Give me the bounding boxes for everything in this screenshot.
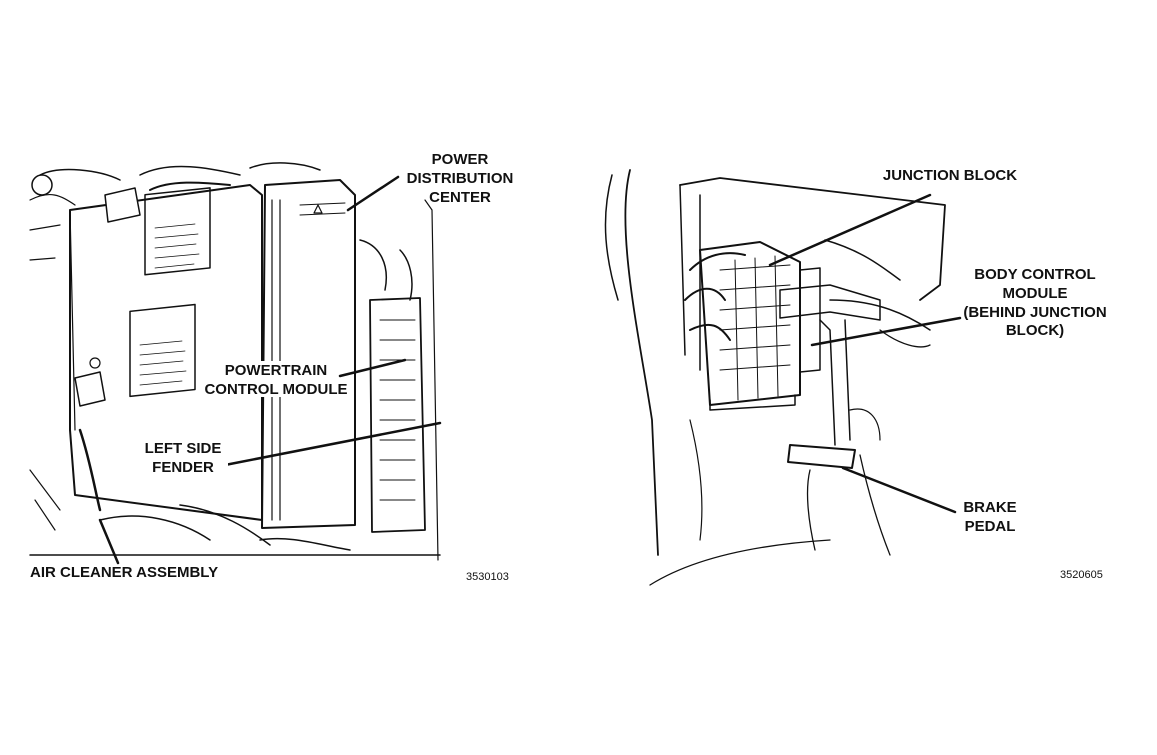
bcm-label-line3: (BEHIND JUNCTION bbox=[963, 304, 1106, 321]
right-figure-number: 3520605 bbox=[1060, 569, 1103, 581]
power-distribution-center bbox=[261, 179, 356, 529]
pdc-label-line2: DISTRIBUTION bbox=[407, 170, 514, 187]
left-figure-number: 3530103 bbox=[466, 571, 509, 583]
right-illustration bbox=[604, 169, 962, 586]
junction-block bbox=[684, 241, 801, 411]
bcm-label-line4: BLOCK) bbox=[1006, 322, 1064, 339]
powertrain-control-module bbox=[359, 199, 439, 561]
fender-label-line1: LEFT SIDE bbox=[145, 440, 222, 457]
brake-pedal-pad bbox=[787, 444, 856, 469]
pcm-label-line2: CONTROL MODULE bbox=[204, 381, 347, 398]
pdc-label-line1: POWER bbox=[432, 151, 489, 168]
air-cleaner-leader bbox=[98, 518, 120, 565]
pcm-label-bg bbox=[212, 361, 338, 397]
brake-pedal-label-line2: PEDAL bbox=[965, 518, 1016, 535]
brake-pedal-label-line1: BRAKE bbox=[963, 499, 1016, 516]
fender-label-line2: FENDER bbox=[152, 459, 214, 476]
fender-label-bg bbox=[130, 437, 228, 475]
bcm-leader bbox=[810, 316, 962, 347]
junction-block-leader bbox=[768, 193, 932, 267]
bcm-label-line2: MODULE bbox=[1003, 285, 1068, 302]
battery-box bbox=[69, 184, 263, 521]
brake-pedal-leader bbox=[841, 466, 957, 514]
bcm-label-line1: BODY CONTROL bbox=[974, 266, 1095, 283]
left-illustration bbox=[29, 162, 442, 565]
pdc-label-line3: CENTER bbox=[429, 189, 491, 206]
pcm-leader bbox=[338, 358, 407, 378]
fender-leader bbox=[223, 421, 442, 467]
junction-block-label: JUNCTION BLOCK bbox=[883, 167, 1017, 184]
pcm-label-line1: POWERTRAIN bbox=[225, 362, 328, 379]
pdc-leader bbox=[346, 175, 400, 212]
air-cleaner-label: AIR CLEANER ASSEMBLY bbox=[30, 564, 218, 581]
